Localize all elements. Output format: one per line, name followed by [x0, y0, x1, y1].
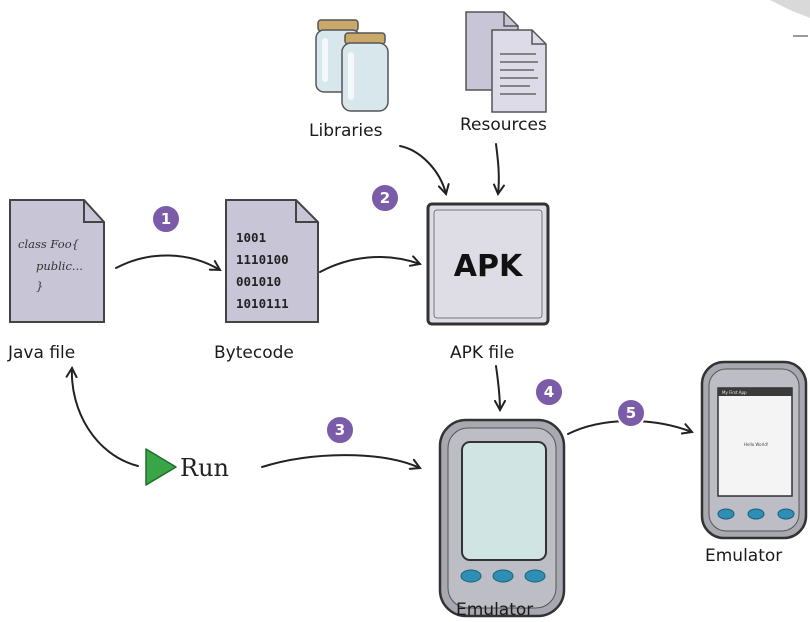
bytecode-line-4: 1010111	[236, 296, 289, 311]
arrow-libraries-to-apk	[399, 145, 446, 194]
jar-front-icon	[341, 32, 389, 112]
play-icon	[145, 448, 177, 486]
apk-file-label: APK file	[450, 343, 514, 363]
resources-label: Resources	[460, 115, 547, 135]
emulator-main-button-right	[524, 569, 546, 583]
emulator-side-button-left	[717, 508, 735, 520]
emulator-main-button-center	[492, 569, 514, 583]
arrow-run-to-java-file	[72, 368, 139, 467]
bytecode-line-2: 1110100	[236, 252, 289, 267]
java-code-line-3: }	[36, 279, 43, 293]
arrow-apk-to-emulator	[496, 365, 500, 410]
arrow-bytecode-to-apk	[319, 257, 420, 273]
emulator-main-button-left	[460, 569, 482, 583]
java-code-line-1: class Foo{	[18, 237, 79, 251]
app-body-text: Hello World!	[744, 442, 768, 447]
bytecode-line-1: 1001	[236, 230, 266, 245]
bytecode-file-icon: 1001 1110100 001010 1010111	[225, 199, 319, 323]
libraries-jars-icon	[315, 19, 389, 112]
libraries-label: Libraries	[309, 121, 383, 141]
svg-text:3: 3	[335, 421, 345, 439]
resources-documents-icon	[465, 11, 547, 113]
step-badge-3: 3	[325, 415, 355, 445]
step-badge-5: 5	[616, 398, 646, 428]
bytecode-line-3: 001010	[236, 274, 281, 289]
svg-text:5: 5	[626, 404, 636, 422]
apk-box-text: APK	[454, 249, 524, 284]
emulator-main-device-icon	[438, 418, 566, 618]
step-badge-4: 4	[534, 377, 564, 407]
app-title-text: My First App	[722, 390, 747, 395]
emulator-side-button-center	[747, 508, 765, 520]
svg-text:4: 4	[544, 383, 554, 401]
emulator-main-label: Emulator	[456, 600, 533, 620]
run-label: Run	[180, 454, 229, 482]
emulator-side-label: Emulator	[705, 546, 782, 566]
step-badge-2: 2	[370, 183, 400, 213]
java-code-line-2: public...	[36, 259, 83, 273]
emulator-side-device-icon: My First App Hello World!	[700, 360, 808, 540]
arrow-resources-to-apk	[496, 143, 499, 194]
emulator-side-button-right	[777, 508, 795, 520]
svg-text:1: 1	[161, 210, 171, 228]
java-file-icon: class Foo{ public... }	[9, 199, 105, 323]
bytecode-label: Bytecode	[214, 343, 294, 363]
arrow-run-to-emulator	[261, 454, 420, 468]
corner-decoration	[770, 0, 810, 18]
apk-box-icon: APK	[426, 202, 550, 326]
step-badge-1: 1	[151, 204, 181, 234]
java-file-label: Java file	[7, 343, 75, 363]
svg-text:2: 2	[380, 189, 390, 207]
arrow-java-to-bytecode	[115, 254, 220, 270]
run-button[interactable]: Run	[145, 448, 229, 486]
